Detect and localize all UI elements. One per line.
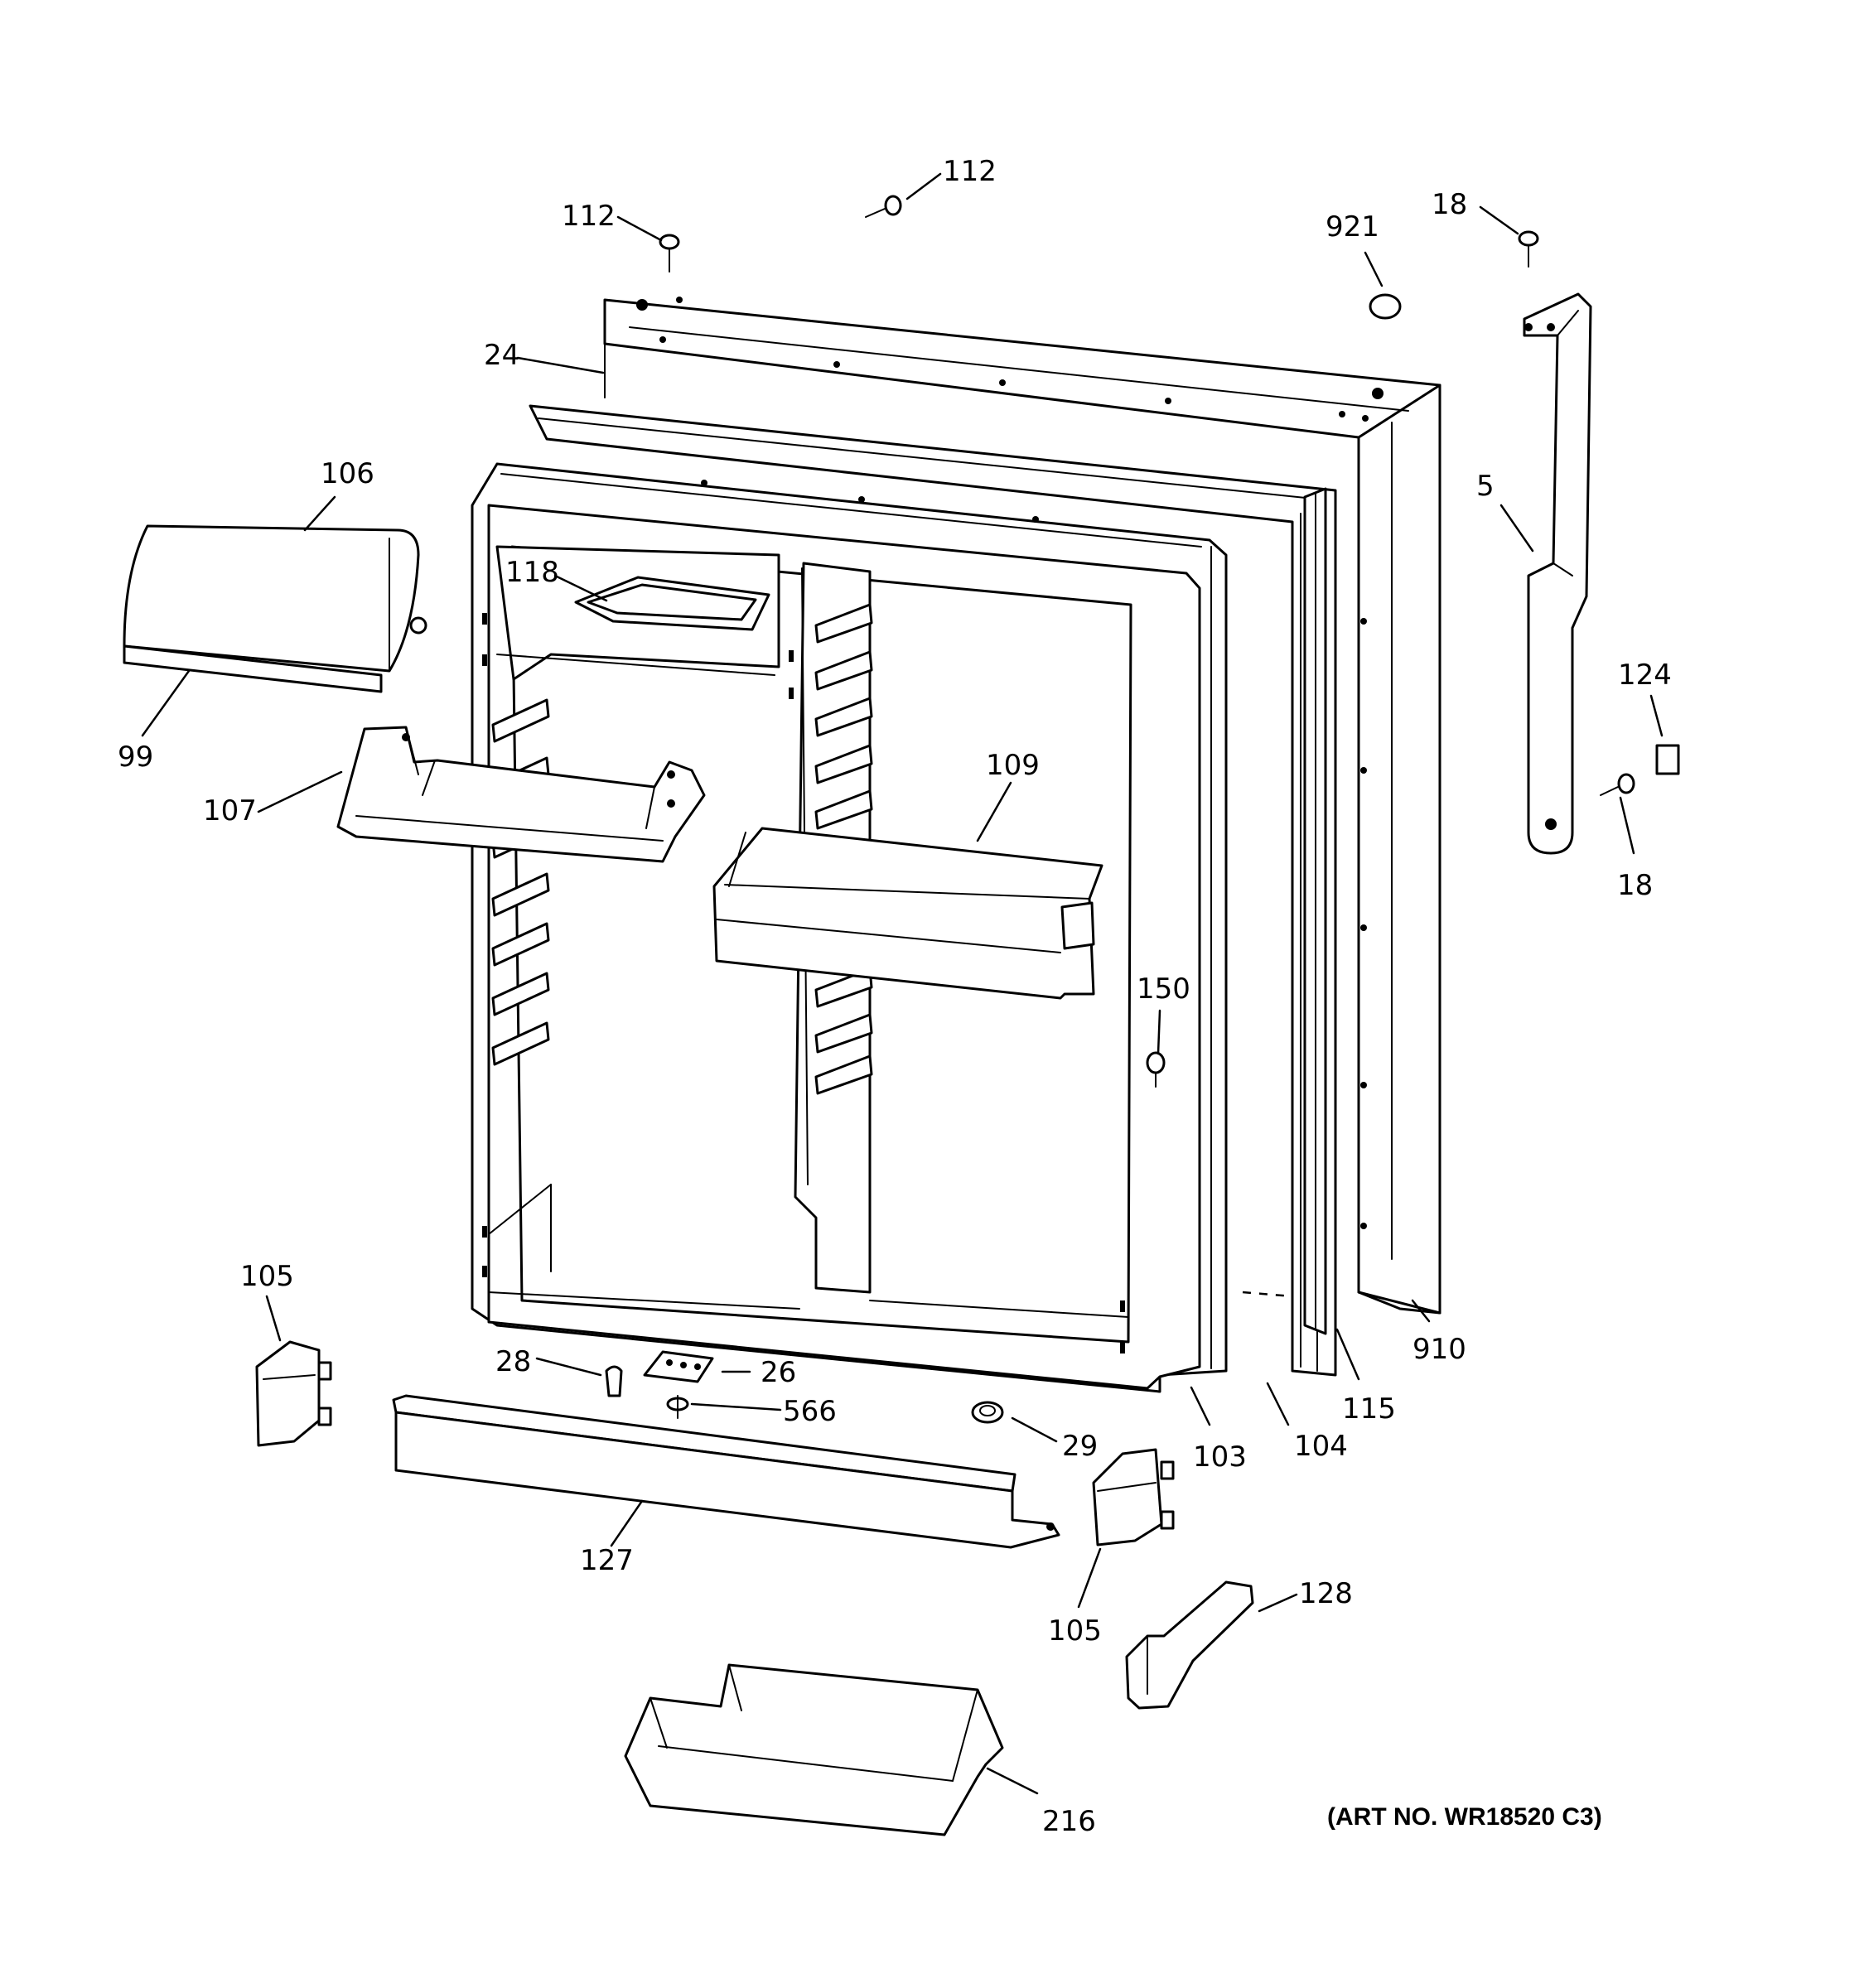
callout-107: 107	[203, 794, 257, 828]
door-shelf-107	[336, 726, 706, 863]
plug-29	[971, 1401, 1004, 1424]
callout-115: 115	[1342, 1392, 1396, 1426]
callout-118: 118	[505, 556, 559, 589]
trim-cap-105-left	[255, 1340, 332, 1447]
trim-cap-128	[1125, 1580, 1254, 1710]
screw-150	[1146, 1051, 1166, 1088]
callout-99: 99	[118, 741, 153, 774]
callout-921: 921	[1326, 210, 1379, 244]
center-shelf-rails	[814, 603, 873, 1095]
hinge-plate-26	[643, 1350, 714, 1383]
screw-112-top	[865, 195, 902, 218]
callout-26: 26	[761, 1356, 796, 1389]
callout-18-top: 18	[1432, 188, 1467, 221]
callout-103: 103	[1193, 1440, 1247, 1474]
callout-566: 566	[783, 1395, 837, 1428]
callout-109: 109	[986, 749, 1040, 782]
stud-28	[605, 1365, 623, 1397]
bottom-trim-127	[392, 1394, 1060, 1549]
callout-124: 124	[1618, 659, 1672, 692]
screw-566	[666, 1395, 689, 1419]
callout-105-right: 105	[1048, 1614, 1102, 1648]
callout-labels: 112 112 921 18 24 106 118 5 99 124 107 1…	[118, 155, 1672, 1838]
callout-112-top: 112	[943, 155, 997, 188]
egg-tray	[574, 576, 770, 631]
callout-216: 216	[1042, 1805, 1096, 1838]
callout-150: 150	[1137, 972, 1190, 1006]
callout-106: 106	[321, 457, 374, 490]
leader-lines	[141, 172, 1664, 1795]
door-bin-216	[624, 1663, 1004, 1836]
callout-128: 128	[1299, 1577, 1353, 1610]
clip-124	[1655, 744, 1680, 775]
dairy-compartment-door	[123, 524, 427, 693]
outer-door-panel	[603, 297, 1441, 1315]
screw-18-side	[1600, 773, 1635, 796]
callout-105-left: 105	[240, 1260, 294, 1293]
screw-18-top	[1518, 230, 1539, 268]
art-number: (ART NO. WR18520 C3)	[1327, 1803, 1602, 1831]
plug-921	[1369, 293, 1402, 320]
callout-112-left: 112	[562, 200, 616, 233]
callout-5: 5	[1476, 470, 1495, 503]
door-breaker-strip	[1303, 487, 1327, 1335]
screw-112-left	[659, 234, 680, 273]
callout-28: 28	[495, 1345, 531, 1378]
callout-127: 127	[580, 1544, 634, 1577]
callout-24: 24	[484, 339, 519, 372]
callout-29: 29	[1062, 1430, 1098, 1463]
trim-cap-105-right	[1092, 1448, 1175, 1546]
callout-18-side: 18	[1617, 869, 1653, 902]
door-bin-109	[712, 827, 1103, 1000]
callout-910: 910	[1412, 1333, 1466, 1366]
callout-104: 104	[1294, 1430, 1348, 1463]
door-handle	[1523, 292, 1592, 855]
